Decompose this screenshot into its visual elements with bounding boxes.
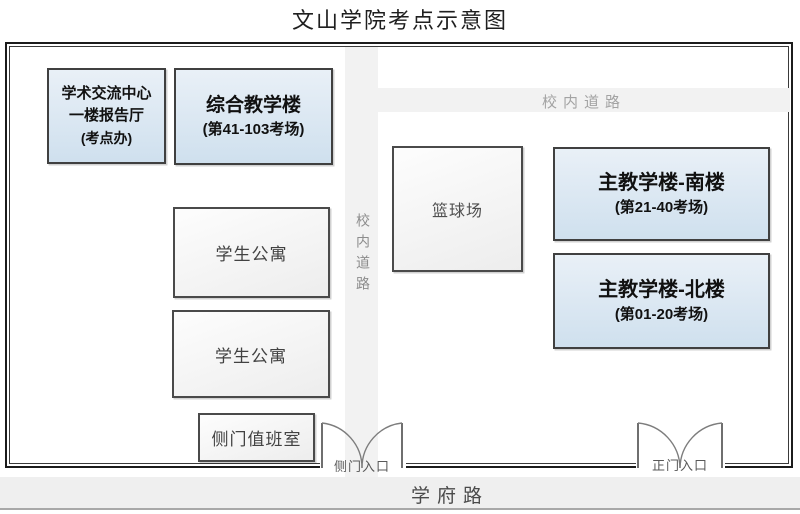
building-comprehensive-rooms: (第41-103考场) (202, 121, 305, 138)
xuefu-road-label: 学府路 (410, 486, 489, 507)
building-main-south: 主教学楼-南楼 (第21-40考场) (553, 147, 770, 241)
student-dorm-upper: 学生公寓 (173, 207, 330, 298)
student-dorm-upper-label: 学生公寓 (215, 245, 288, 264)
building-main-south-name: 主教学楼-南楼 (598, 172, 725, 194)
side-entrance-label: 侧门入口 (333, 459, 390, 474)
building-exam-office-line2: 一楼报告厅 (68, 107, 144, 124)
building-main-north: 主教学楼-北楼 (第01-20考场) (553, 253, 770, 349)
basketball-court: 篮球场 (392, 146, 523, 272)
building-exam-office-line3: (考点办) (80, 130, 133, 146)
student-dorm-lower: 学生公寓 (172, 310, 330, 398)
xuefu-road (0, 477, 800, 510)
campus-road-vertical (345, 47, 378, 477)
student-dorm-lower-label: 学生公寓 (215, 346, 287, 366)
campus-road-horizontal (378, 88, 790, 112)
building-main-south-rooms: (第21-40考场) (614, 199, 709, 216)
side-gate-duty-room-label: 侧门值班室 (211, 430, 302, 449)
basketball-court-label: 篮球场 (431, 203, 483, 220)
main-gate-doors-icon (637, 422, 723, 469)
page-title: 文山学院考点示意图 (291, 8, 508, 33)
building-main-north-name: 主教学楼-北楼 (598, 279, 725, 301)
main-entrance-label: 正门入口 (651, 458, 708, 473)
side-gate-doors-icon (321, 422, 403, 469)
campus-road-horizontal-label: 校内道路 (541, 94, 626, 111)
building-comprehensive-name: 综合教学楼 (205, 95, 301, 116)
building-comprehensive-teaching: 综合教学楼 (第41-103考场) (174, 68, 333, 165)
campus-road-vertical-label: 校内道路 (355, 213, 371, 297)
building-main-north-rooms: (第01-20考场) (614, 306, 709, 323)
building-exam-office-line1: 学术交流中心 (61, 85, 152, 102)
side-gate-duty-room: 侧门值班室 (198, 413, 315, 462)
building-exam-office: 学术交流中心 一楼报告厅 (考点办) (47, 68, 166, 164)
